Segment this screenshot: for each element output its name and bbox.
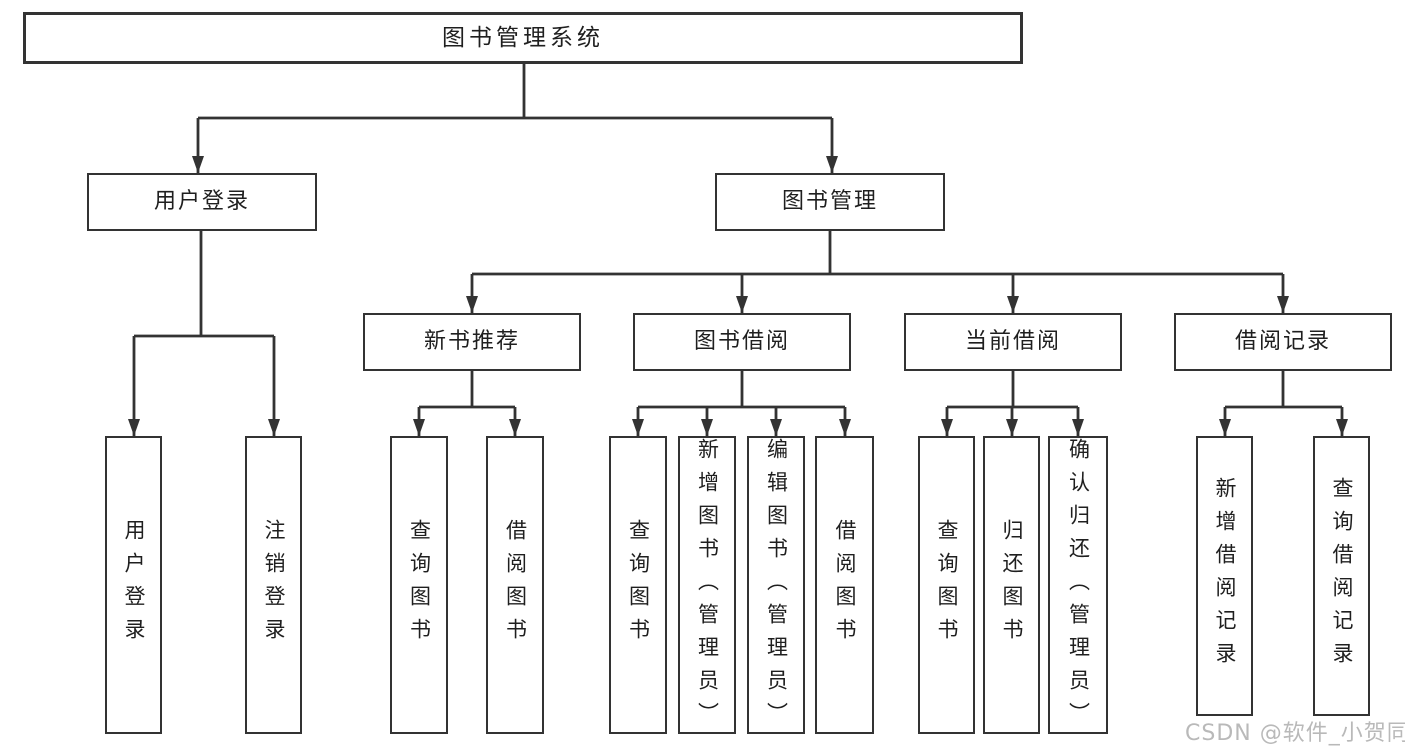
connector-new-book-split <box>413 371 521 436</box>
connector-book-borrow-split <box>632 371 851 436</box>
node-borrow-records: 借阅记录 <box>1174 313 1392 371</box>
leaf-query-books-current: 查询图书 <box>918 436 975 734</box>
leaf-confirm-return-admin: 确认归还（管理员） <box>1048 436 1108 735</box>
leaf-add-borrow-record: 新增借阅记录 <box>1196 436 1253 716</box>
leaf-user-login: 用户登录 <box>105 436 162 734</box>
connector-borrow-records-split <box>1219 371 1348 436</box>
connector-user-login-split <box>128 231 280 436</box>
leaf-borrow-books-recommend: 借阅图书 <box>486 436 544 734</box>
leaf-return-book: 归还图书 <box>983 436 1040 734</box>
node-new-book-recommend: 新书推荐 <box>363 313 581 371</box>
leaf-logout: 注销登录 <box>245 436 302 734</box>
leaf-borrow-books: 借阅图书 <box>815 436 874 734</box>
node-current-borrow: 当前借阅 <box>904 313 1122 371</box>
connector-book-management-split <box>466 231 1289 313</box>
connector-current-borrow-split <box>941 371 1084 436</box>
connector-root-split <box>192 64 838 173</box>
node-book-management: 图书管理 <box>715 173 945 231</box>
leaf-query-borrow-record: 查询借阅记录 <box>1313 436 1370 716</box>
node-book-borrow: 图书借阅 <box>633 313 851 371</box>
leaf-query-books-borrow: 查询图书 <box>609 436 667 734</box>
node-library-management-system: 图书管理系统 <box>23 12 1023 64</box>
leaf-query-books-recommend: 查询图书 <box>390 436 448 734</box>
leaf-edit-book-admin: 编辑图书（管理员） <box>747 436 805 735</box>
leaf-add-book-admin: 新增图书（管理员） <box>678 436 736 735</box>
csdn-watermark: CSDN @软件_小贺同学 <box>1185 721 1405 746</box>
node-user-login-branch: 用户登录 <box>87 173 317 231</box>
